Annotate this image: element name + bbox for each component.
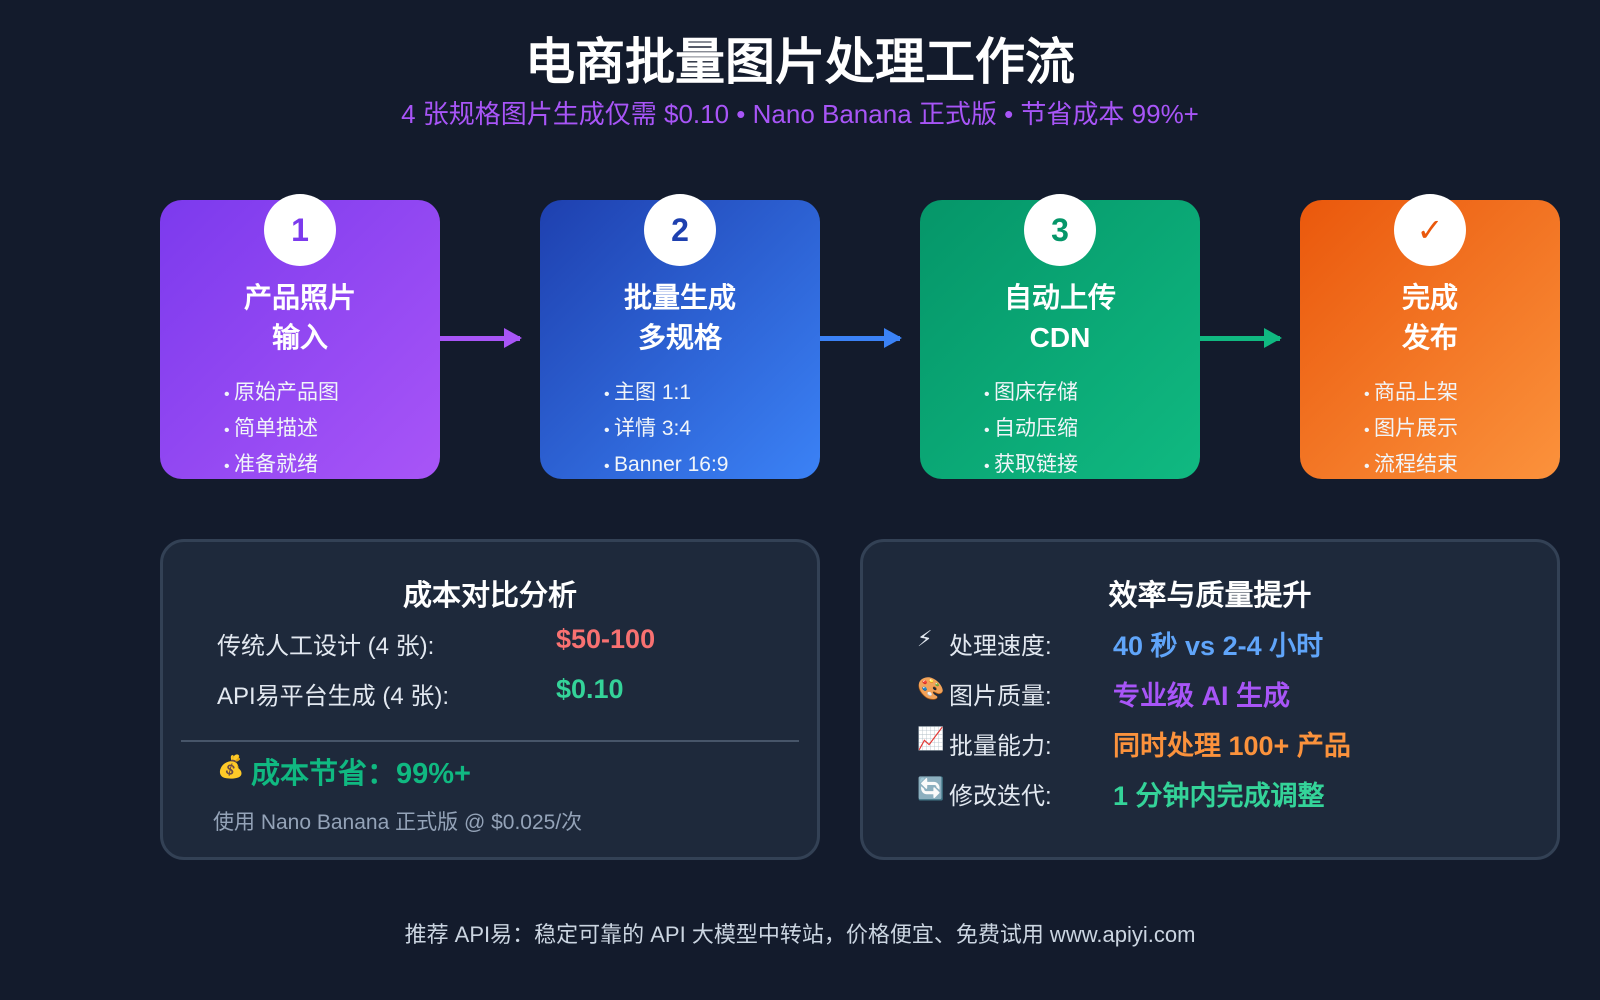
step-items: 主图 1:1详情 3:4Banner 16:9 — [540, 376, 820, 484]
cost-title: 成本对比分析 — [402, 580, 577, 612]
cost-panel: 成本对比分析 传统人工设计 (4 张): $50-100 API易平台生成 (4… — [160, 539, 820, 860]
step-items: 商品上架图片展示流程结束 — [1300, 376, 1560, 484]
metric-value: 40 秒 vs 2-4 小时 — [1113, 631, 1324, 661]
cost-note: 使用 Nano Banana 正式版 @ $0.025/次 — [213, 811, 583, 834]
metric-label: 处理速度: — [949, 633, 1052, 660]
check-icon: ✓ — [1394, 194, 1466, 266]
refresh-icon: 🔄 — [917, 776, 945, 801]
page-title: 电商批量图片处理工作流 — [525, 34, 1075, 90]
step-title: 完成发布 — [1401, 282, 1458, 353]
step-title: 批量生成多规格 — [623, 282, 736, 353]
step-badge: 3 — [1024, 194, 1096, 266]
metric-value: 同时处理 100+ 产品 — [1113, 731, 1351, 761]
metric-label: 图片质量: — [949, 683, 1052, 710]
metric-value: 1 分钟内完成调整 — [1113, 781, 1325, 811]
cost-value: $50-100 — [556, 624, 656, 654]
metric-label: 修改迭代: — [949, 783, 1052, 810]
step-items: 图床存储自动压缩获取链接 — [920, 376, 1200, 484]
footer-note: 推荐 API易：稳定可靠的 API 大模型中转站，价格便宜、免费试用 www.a… — [404, 922, 1196, 947]
chart-up-icon: 📈 — [917, 726, 945, 751]
cost-label: API易平台生成 (4 张): — [217, 683, 450, 710]
arrow-icon — [1200, 328, 1282, 348]
cost-value: $0.10 — [556, 674, 624, 704]
step-badge: 2 — [644, 194, 716, 266]
step-title: 产品照片输入 — [243, 282, 356, 353]
money-bag-icon: 💰 — [217, 754, 245, 779]
arrow-icon — [820, 328, 902, 348]
metric-label: 批量能力: — [949, 733, 1052, 760]
step-badge: 1 — [264, 194, 336, 266]
page-subtitle: 4 张规格图片生成仅需 $0.10 • Nano Banana 正式版 • 节省… — [401, 99, 1199, 129]
arrow-icon — [440, 328, 522, 348]
lightning-icon: ⚡ — [917, 626, 933, 651]
palette-icon: 🎨 — [917, 676, 945, 701]
metric-value: 专业级 AI 生成 — [1113, 681, 1291, 711]
cost-saving: 成本节省：99%+ — [251, 758, 471, 790]
efficiency-title: 效率与质量提升 — [1108, 580, 1312, 612]
divider — [181, 740, 799, 742]
efficiency-panel: 效率与质量提升 ⚡ 处理速度: 40 秒 vs 2-4 小时 🎨 图片质量: 专… — [860, 539, 1560, 860]
step-items: 原始产品图简单描述准备就绪 — [160, 376, 440, 484]
cost-label: 传统人工设计 (4 张): — [217, 633, 435, 660]
